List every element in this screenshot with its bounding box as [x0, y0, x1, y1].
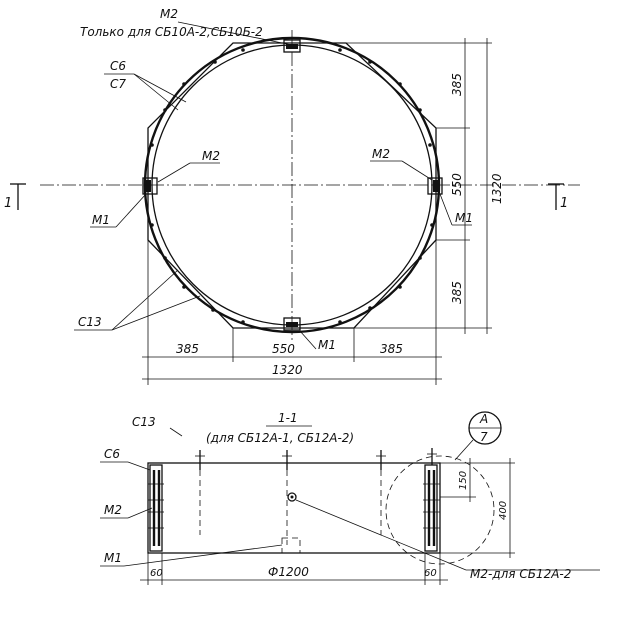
- callout-bottom: 7: [480, 430, 488, 444]
- svg-text:1: 1: [560, 196, 568, 211]
- dim-h-1: 385: [176, 342, 199, 356]
- label-m1-left: М1: [92, 213, 110, 227]
- label-c13-plan: С13: [78, 315, 102, 329]
- label-m1-right: М1: [455, 211, 473, 225]
- label-m2-right: М2: [372, 147, 390, 161]
- callout-top: А: [479, 412, 488, 426]
- dim-v-total: 1320: [490, 173, 504, 204]
- label-m2-left: М2: [202, 149, 220, 163]
- m2-marker-core: [290, 495, 294, 499]
- top-note: Только для СБ10А-2,СБ10Б-2: [80, 25, 263, 39]
- plate-left: [142, 177, 158, 195]
- dim-diameter: Ф1200: [268, 565, 309, 579]
- label-c6: С6: [110, 59, 126, 73]
- dim-h-total: 1320: [272, 363, 303, 377]
- rebar-dots: [150, 48, 434, 324]
- section-view: 1-1 (для СБ12А-1, СБ12А-2) С13: [100, 411, 600, 585]
- label-m2-note: М2-для СБ12А-2: [470, 567, 571, 581]
- section-subtitle: (для СБ12А-1, СБ12А-2): [206, 431, 354, 445]
- dims-vertical: 385 550 385 1320: [346, 38, 504, 334]
- plate-top: [283, 39, 301, 53]
- dim-h-2: 550: [272, 342, 295, 356]
- rods: [195, 448, 437, 545]
- dim-left-60: 60: [150, 568, 163, 579]
- dim-h-3: 385: [380, 342, 403, 356]
- dim-400: 400: [498, 501, 509, 520]
- section-title: 1-1: [278, 411, 298, 425]
- dims-horizontal: 385 550 385 1320: [142, 240, 442, 385]
- label-m1-bottom: М1: [318, 338, 336, 352]
- m2-marker: [287, 492, 297, 502]
- section-mark-right: 1: [548, 183, 568, 211]
- label-c13-section: С13: [132, 415, 156, 429]
- label-m2-top: М2: [160, 7, 178, 21]
- dim-v-1: 385: [450, 73, 464, 96]
- m1-block: [281, 537, 301, 554]
- dim-v-2: 550: [450, 173, 464, 196]
- label-m1-section: М1: [104, 551, 122, 565]
- label-m2-section: М2: [104, 503, 122, 517]
- plate-right: [427, 177, 443, 195]
- plate-bottom: [283, 317, 301, 331]
- dim-v-3: 385: [450, 281, 464, 304]
- wall-right: [423, 464, 440, 552]
- label-c7: С7: [110, 77, 126, 91]
- plan-view: Только для СБ10А-2,СБ10Б-2 М2 С6 С7 М2 М…: [4, 7, 580, 385]
- dim-150: 150: [458, 471, 469, 490]
- label-c6-section: С6: [104, 447, 120, 461]
- svg-text:1: 1: [4, 196, 12, 211]
- dim-right-60: 60: [424, 568, 437, 579]
- wall-left: [148, 464, 164, 552]
- section-mark-left: 1: [4, 183, 26, 211]
- ring-section-body: [147, 462, 441, 554]
